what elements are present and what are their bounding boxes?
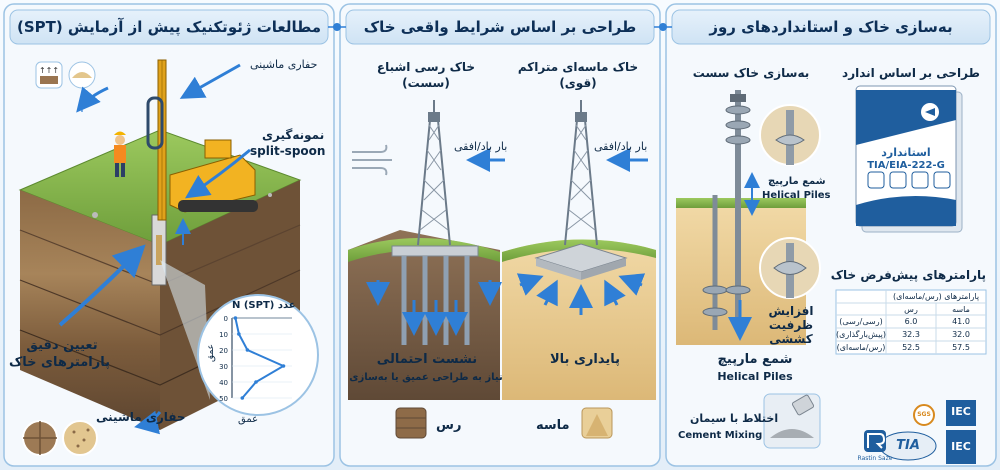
spt-n-point (240, 396, 245, 400)
sgs-logo: SGS (917, 411, 931, 418)
params-table-title: پارامترهای پیش‌فرض خاک (830, 268, 986, 282)
params-label-line1: تعیین دقیق (26, 338, 98, 353)
capacity-line2: ظرفیت (768, 318, 814, 332)
spt-n-point (237, 332, 241, 336)
sampling-arrow (185, 148, 251, 199)
cement-label-en: Cement Mixing (678, 430, 763, 441)
spt-depth-tick: 40 (219, 379, 228, 387)
sampling-label-fa: نمونه‌گیری (262, 128, 325, 142)
design-standard-title: طراحی بر اساس اندارد (842, 66, 980, 80)
drilling-arrow (76, 86, 109, 113)
params-row-label: (رس/ماسه‌ای) (836, 343, 886, 352)
iec-logo-bottom: IEC (951, 440, 971, 453)
soil-sample-icons: ↑↑↑ (35, 61, 96, 112)
stability-label: پایداری بالا (550, 352, 620, 367)
params-label-line2: پارامترهای خاک (8, 355, 110, 370)
soil-improvement-title: به‌سازی خاک سست (692, 66, 810, 80)
book-line2: TIA/EIA-222-G (867, 160, 945, 171)
svg-text:↑↑↑: ↑↑↑ (39, 66, 59, 75)
params-col-clay: رس (904, 305, 918, 314)
wind-label-sand: بار باد/افقی (594, 140, 648, 153)
certification-logos (864, 400, 976, 464)
drilling-label: حفاری ماشینی (250, 58, 318, 71)
params-row-label: (پیش‌بارگذاری) (836, 330, 886, 339)
standard-book (855, 85, 963, 233)
settlement-label: نشست احتمالی (376, 352, 478, 367)
bottom-drilling-arrow (134, 410, 162, 435)
spt-depth-tick: 30 (219, 363, 228, 371)
capacity-line3: کششی (769, 332, 813, 346)
soil-circle-icons (22, 420, 98, 456)
helical-bottom-en: Helical Piles (717, 370, 793, 383)
spt-n-point (233, 316, 238, 320)
spt-n-line (234, 317, 286, 399)
clay-title: خاک رسی اشباع (376, 60, 476, 74)
params-cell-clay: 52.5 (902, 343, 920, 352)
support-arrows (516, 273, 646, 315)
clay-swatch (395, 407, 427, 439)
magnifier-cone (160, 260, 210, 400)
tia-logo: TIA (896, 438, 920, 453)
spt-depth-tick: 10 (219, 331, 228, 339)
params-arrow (58, 244, 146, 327)
clay-subtitle: (سست) (402, 76, 450, 90)
wind-label-clay: بار باد/افقی (454, 140, 508, 153)
helical-label-fa: شمع مارپیچ (768, 176, 826, 187)
helical-zoom-top-flight (775, 134, 805, 146)
spt-depth-axis-label: عمق (206, 343, 217, 363)
wind-icon (352, 144, 392, 176)
header-connector-dot-2 (659, 23, 667, 31)
spt-n-point (281, 364, 286, 368)
helical-zoom-bottom-flight (773, 261, 807, 275)
cement-bag (791, 394, 815, 416)
params-cell-clay: 32.3 (902, 330, 920, 339)
spt-n-point (254, 380, 258, 384)
book-line1: استاندارد (881, 146, 931, 159)
params-cell-sand: 57.5 (952, 343, 970, 352)
drilling-label-bottom: حفاری ماشینی (96, 410, 186, 424)
clay-swatch-lines (396, 417, 426, 429)
legend-clay-label: رس (436, 418, 462, 433)
sand-tower (534, 100, 628, 280)
right-header-title: به‌سازی خاک و استانداردهای روز (709, 18, 953, 36)
spt-chart: 0 10 20 30 40 50 (219, 315, 292, 403)
rig-arrow (179, 63, 241, 99)
spt-n-point (245, 348, 250, 352)
settlement-note: نیاز به طراحی عمیق یا به‌سازی (349, 372, 503, 383)
sand-title: خاک ماسه‌ای متراکم (517, 60, 639, 74)
middle-header-title: طراحی بر اساس شرایط واقعی خاک (363, 18, 637, 36)
params-table-header: پارامترهای (رس/ماسه‌ای) (892, 292, 980, 301)
params-cell-clay: 6.0 (904, 317, 918, 326)
cement-label-fa: اختلاط با سیمان (690, 412, 779, 425)
params-cell-sand: 41.0 (952, 317, 970, 326)
params-row-label: (رسی/رسی) (839, 317, 883, 326)
header-connector-dot-1 (333, 23, 341, 31)
spt-depth-tick: 0 (224, 315, 228, 323)
rastin-logo: Rastin Saze (857, 455, 893, 462)
sampling-label-en: split-spoon (250, 144, 326, 158)
spt-chart-title: عدد N (SPT) (232, 300, 296, 311)
iec-logo-top: IEC (951, 405, 971, 418)
settlement-arrows (366, 280, 502, 336)
left-header-title: مطالعات ژئوتکنیک پیش از آزمایش (SPT) (16, 18, 322, 36)
spt-depth-tick: 50 (219, 395, 228, 403)
cement-pile (770, 429, 814, 438)
sand-subtitle: (قوی) (559, 76, 597, 90)
sand-grass (502, 239, 656, 262)
helical-piles-illustration (702, 90, 751, 330)
legend-sand-label: ماسه (536, 418, 570, 433)
spt-depth-tick: 20 (219, 347, 228, 355)
helical-label-en: Helical Piles (762, 190, 831, 201)
helical-bottom-fa: شمع مارپیچ (717, 352, 793, 367)
params-col-sand: ماسه (952, 305, 970, 314)
params-table-frame (835, 289, 987, 355)
params-cell-sand: 32.0 (952, 330, 970, 339)
capacity-line1: افزایش (768, 304, 814, 318)
sand-swatch-pile (586, 414, 608, 436)
spt-depth-label-bottom: عمق (238, 414, 259, 425)
